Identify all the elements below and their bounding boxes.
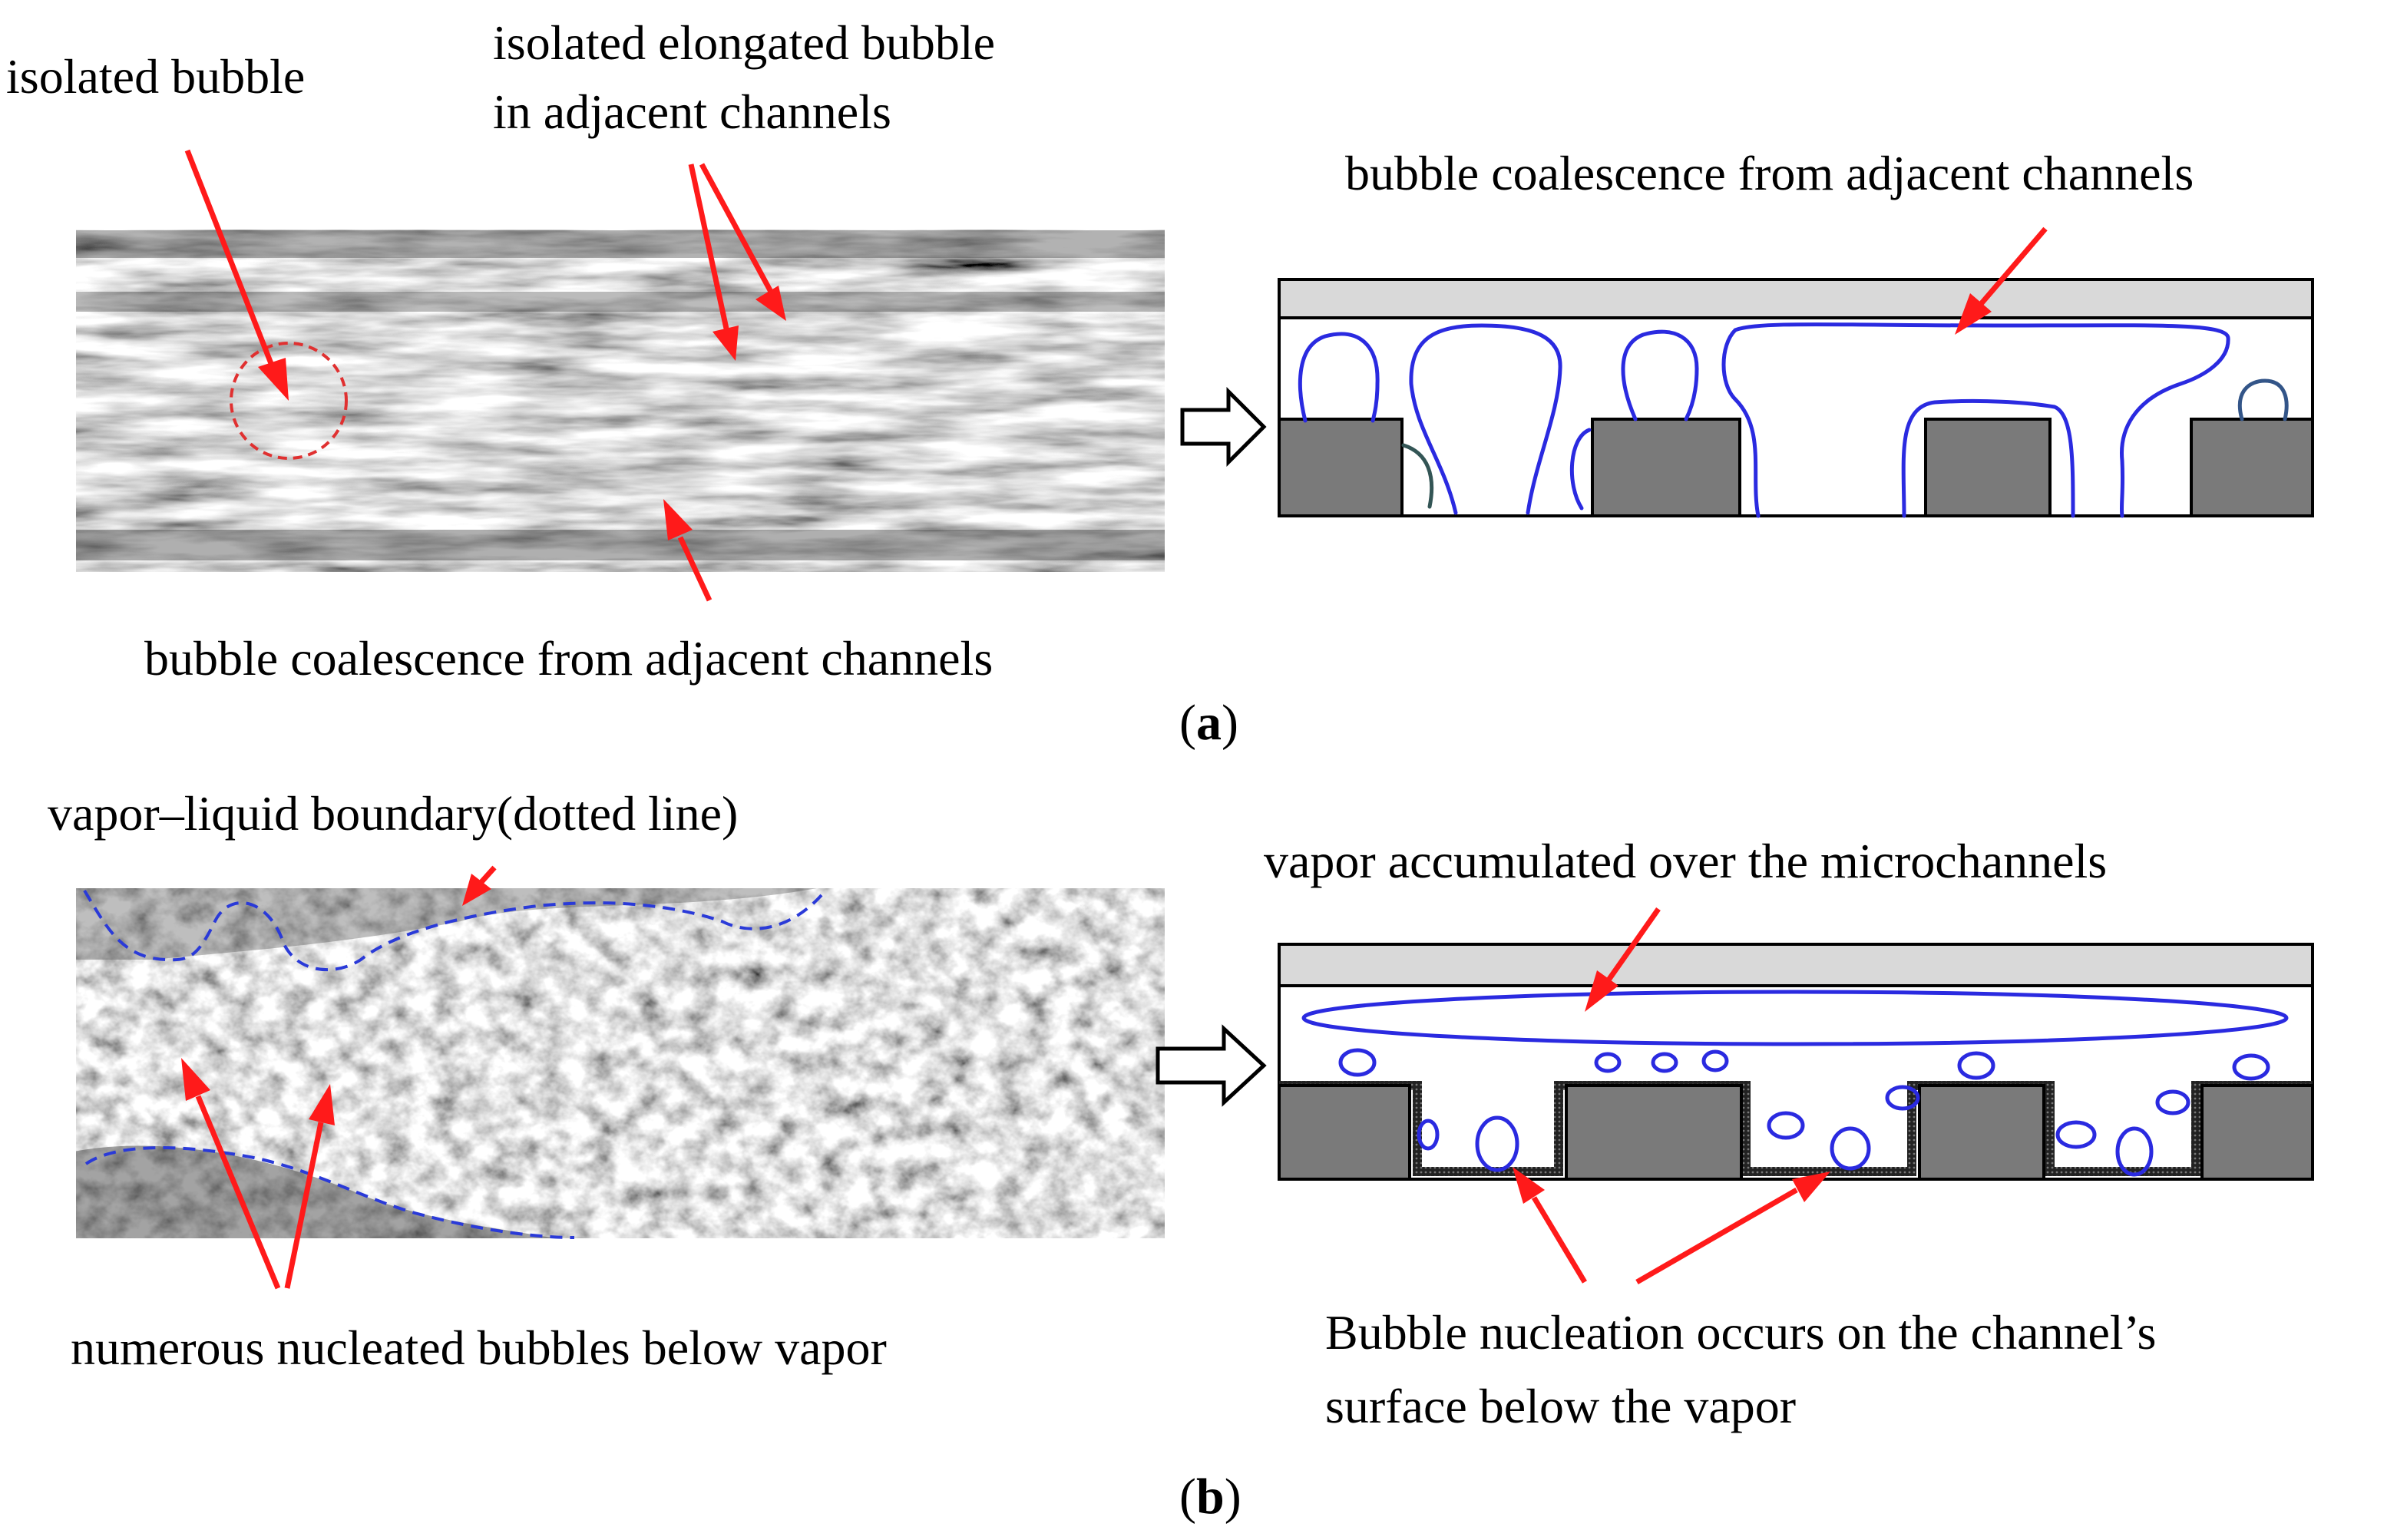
bubble-outline: [1721, 322, 2230, 518]
vapor-layer-outline: [1301, 990, 2289, 1046]
pointer-boundary: [478, 865, 497, 885]
pointer-isolated-bubble: [184, 149, 275, 367]
bubble-outline: [1957, 1051, 1995, 1080]
bubble-outline: [1901, 398, 2075, 518]
bubble-outline: [1475, 1115, 1519, 1172]
bubble-outline: [2055, 1120, 2097, 1149]
vapor-liquid-boundary-bottom: [84, 1146, 575, 1239]
label-nucleation-line1: Bubble nucleation occurs on the channel’…: [1325, 1305, 2157, 1360]
pointer-boundary-head: [462, 874, 491, 906]
bubble-outline: [1594, 1052, 1622, 1073]
label-coalescence-schematic: bubble coalescence from adjacent channel…: [1345, 146, 2194, 200]
fin-b-1: [1278, 1084, 1411, 1181]
bubble-outline: [1409, 323, 1562, 515]
label-elongated-bubble-line1: isolated elongated bubble: [493, 15, 996, 70]
pointer-coalescence-schematic-head: [1955, 293, 1992, 335]
bubble-outline: [1417, 1119, 1440, 1151]
pointer-elongated-2-head: [755, 286, 786, 321]
bubble-outline: [1830, 1126, 1871, 1171]
fin-a-3: [1924, 418, 2052, 517]
pointer-coalescence-photo: [677, 536, 713, 602]
fin-a-4: [2190, 418, 2314, 517]
bubble-outline: [1401, 443, 1434, 509]
bubble-outline: [1621, 329, 1699, 421]
pointer-arrows: [181, 149, 2048, 1290]
label-isolated-bubble: isolated bubble: [6, 49, 306, 104]
cover-plate-b: [1278, 943, 2314, 987]
photo-a-texture: [74, 227, 1167, 574]
bubble-outline: [1885, 1085, 1920, 1111]
schematic-a: [1278, 278, 2314, 518]
cover-plate-a: [1278, 278, 2314, 319]
transition-arrow-a: [1180, 386, 1267, 468]
pointer-nucleation-2-head: [1792, 1172, 1830, 1202]
transition-arrow-b: [1156, 1024, 1267, 1107]
bubble-outline: [1701, 1049, 1729, 1072]
bubble-outline: [2232, 1053, 2270, 1081]
caption-b-letter: b: [1195, 1469, 1225, 1525]
bubble-outline: [1767, 1111, 1805, 1140]
pointer-elongated-1: [688, 164, 729, 329]
bubble-outline: [2237, 378, 2289, 421]
fin-a-1: [1278, 418, 1404, 517]
pointer-nucleated-1: [195, 1095, 281, 1290]
bubble-outline: [2155, 1089, 2190, 1115]
pointer-nucleation-1: [1531, 1196, 1588, 1284]
label-vapor-accumulated: vapor accumulated over the microchannels: [1264, 834, 2108, 888]
pointer-nucleated-2-head: [309, 1084, 335, 1125]
pointer-coalescence-photo-head: [663, 499, 693, 540]
photo-b-texture: [74, 886, 1167, 1241]
pointer-elongated-1-head: [713, 326, 739, 361]
channel-body-b: [1278, 984, 2314, 1181]
pointer-elongated-2: [699, 163, 774, 293]
vapor-liquid-boundary-top: [83, 889, 823, 972]
bubble-outline: [1569, 428, 1592, 511]
fin-a-2: [1591, 418, 1741, 517]
bubble-outline: [2115, 1126, 2154, 1177]
bubble-outline: [1651, 1052, 1678, 1073]
fin-b-3: [1918, 1084, 2045, 1181]
pointer-vapor: [1605, 907, 1661, 983]
photo-a: [71, 225, 1169, 577]
label-nucleation-line2: surface below the vapor: [1325, 1379, 1797, 1433]
caption-a-letter: a: [1195, 695, 1222, 751]
pointer-coalescence-schematic: [1979, 226, 2048, 306]
pointer-nucleation-2: [1635, 1187, 1798, 1285]
schematic-b: [1278, 943, 2314, 1181]
pointer-nucleated-1-head: [181, 1058, 210, 1101]
caption-b: (b): [1179, 1469, 1242, 1525]
label-elongated-bubble-line2: in adjacent channels: [493, 84, 891, 139]
label-nucleated-bubbles: numerous nucleated bubbles below vapor: [71, 1320, 887, 1375]
caption-a: (a): [1179, 695, 1238, 751]
nucleation-surface: [1279, 1081, 2313, 1176]
bubble-outline: [1298, 332, 1380, 423]
fin-b-4: [2200, 1084, 2314, 1181]
pointer-isolated-bubble-head: [258, 358, 289, 401]
label-vapor-liquid-boundary: vapor–liquid boundary(dotted line): [48, 786, 739, 841]
fin-b-2: [1565, 1084, 1743, 1181]
isolated-bubble-marker: [230, 342, 348, 460]
pointer-nucleation-1-head: [1513, 1167, 1545, 1204]
pointer-nucleated-2: [284, 1122, 324, 1289]
photo-b: [71, 884, 1169, 1243]
label-coalescence-photo: bubble coalescence from adjacent channel…: [144, 631, 994, 686]
bubble-outline: [1338, 1048, 1377, 1077]
pointer-vapor-head: [1585, 970, 1618, 1012]
channel-body-a: [1278, 316, 2314, 517]
